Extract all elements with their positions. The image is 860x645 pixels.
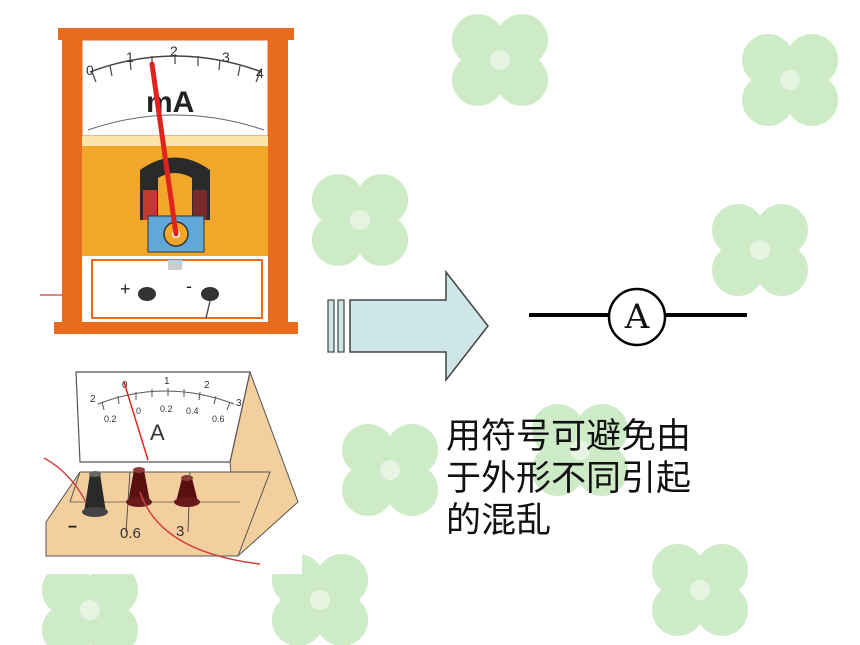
milliammeter-illustration: 0 1 2 3 4 mA + - [40,20,312,342]
meter2-dial-face [75,371,251,463]
meter1-scale-label-1: 1 [126,49,134,65]
meter1-ticks [91,54,261,83]
meter2-unit-label: A [150,420,165,445]
meter-base-bar [54,322,298,334]
meter1-unit-label: mA [146,86,194,119]
meter-top-bar [58,28,294,40]
meter2-ticks [101,388,231,411]
terminal-knob-right [201,287,219,301]
meter2-small-label-2: 0.2 [160,404,173,414]
meter1-scale-label-4: 4 [256,65,264,81]
meter2-scale-label-3: 2 [204,380,210,391]
ammeter-symbol [529,287,747,347]
meter2-small-label-4: 0.6 [212,414,225,424]
caption-line-2: 于外形不同引起 [446,459,692,499]
meter2-base [45,471,271,557]
magnet-shape [140,157,210,220]
terminal-label-negative: − [68,519,77,536]
terminal-negative [82,471,108,517]
meter2-small-label-1: 0 [136,406,141,416]
meter2-scale-label-2: 1 [164,376,170,387]
meter2-small-label-0: 0.2 [104,414,117,424]
terminal-label-0-6: 0.6 [120,525,141,542]
meter-right-post [268,40,288,330]
meter2-small-label-3: 0.4 [186,406,199,416]
meter1-scale-label-3: 3 [222,49,230,65]
wire-a [43,457,87,503]
caption-line-1: 用符号可避免由 [446,417,692,457]
plus-sign: + [120,279,131,299]
meter-left-post [62,40,82,330]
caption-line-3: 的混乱 [446,501,552,541]
wire-b [139,491,261,565]
caption-text: 用符号可避免由 于外形不同引起 的混乱 [446,416,766,542]
symbol-letter: A [624,297,650,337]
meter2-scale-label-0: 2 [90,394,96,405]
terminal-label-3: 3 [176,523,184,540]
meter1-scale-label-0: 0 [86,62,94,78]
terminal-knob-left [138,287,156,301]
meter1-needle [149,61,179,237]
meter2-scale-label-4: 3 [236,398,242,409]
arrow-shape [349,270,489,382]
block-arrow [327,270,489,382]
meter2-needle [123,381,149,461]
minus-sign: - [186,276,192,296]
ammeter-illustration: 2 0 1 2 3 0.2 0 0.2 0.4 0.6 A − 0.6 3 [40,352,302,574]
terminal-3 [174,475,200,507]
meter1-scale-label-2: 2 [170,43,178,59]
